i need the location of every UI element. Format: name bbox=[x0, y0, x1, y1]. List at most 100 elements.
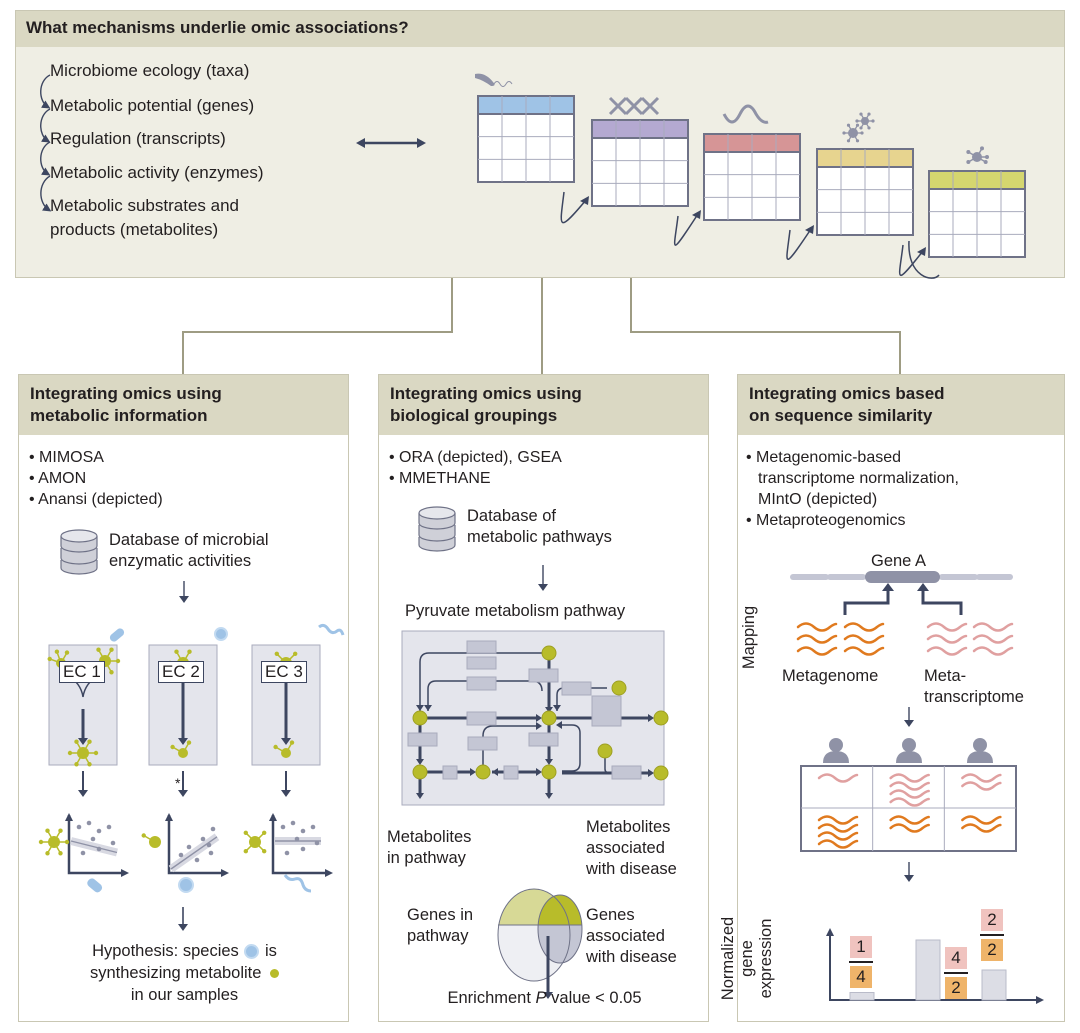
fraction-sample-1: 1 4 bbox=[849, 936, 873, 988]
atom bbox=[74, 762, 79, 767]
atom bbox=[186, 740, 192, 745]
data-point bbox=[290, 820, 296, 826]
omic-tables bbox=[475, 73, 1026, 279]
transcript-read-icon bbox=[889, 773, 930, 783]
panel-metabolic-information: Integrating omics using metabolic inform… bbox=[18, 374, 349, 1022]
arrow-head bbox=[917, 583, 929, 591]
db-arrow-head bbox=[538, 584, 548, 591]
panel-sequence-title: Integrating omics based on sequence simi… bbox=[738, 375, 1064, 435]
panel-title-line: Integrating omics using bbox=[390, 384, 582, 403]
method-ora-gsea: • ORA (depicted), GSEA bbox=[389, 449, 562, 466]
to-chart-arrow-head bbox=[904, 875, 914, 882]
fraction-denominator: 2 bbox=[945, 977, 967, 999]
atom bbox=[983, 160, 988, 164]
connector-left bbox=[182, 278, 453, 374]
edge-head bbox=[553, 705, 561, 711]
metatranscriptome-read-icon bbox=[926, 622, 968, 632]
atom bbox=[966, 160, 971, 164]
data-point bbox=[284, 850, 290, 856]
product-icon bbox=[67, 739, 99, 767]
metatranscriptome-line: Meta- bbox=[924, 667, 967, 685]
enzyme-node bbox=[407, 732, 438, 747]
enzyme-label-ec1: EC 1 bbox=[59, 661, 105, 683]
person-icon bbox=[823, 738, 849, 763]
person-body bbox=[896, 751, 922, 763]
y-axis-head bbox=[269, 813, 277, 821]
transcript-read-icon bbox=[889, 797, 930, 807]
pathway-edge bbox=[419, 652, 543, 711]
transcript-read-icon bbox=[889, 789, 930, 799]
hypothesis-line: is bbox=[265, 942, 277, 960]
metabolite-node bbox=[412, 764, 428, 780]
microbe-rod-icon bbox=[109, 628, 125, 642]
atom-core bbox=[77, 747, 89, 759]
data-point bbox=[200, 836, 206, 842]
omic-level-metabolites-2: products (metabolites) bbox=[50, 219, 219, 239]
enzyme-node bbox=[467, 736, 498, 751]
enrichment-text: value < 0.05 bbox=[551, 989, 642, 1007]
enrichment-label: Enrichment P value < 0.05 bbox=[379, 988, 710, 1009]
atom bbox=[966, 150, 971, 154]
plot-axes bbox=[167, 815, 225, 875]
atom-core bbox=[848, 128, 858, 138]
atom bbox=[243, 830, 249, 836]
scatter-plot-1 bbox=[65, 813, 129, 877]
data-point bbox=[86, 820, 92, 826]
atom-core bbox=[861, 117, 869, 125]
metatranscriptome-label: Meta- transcriptome bbox=[924, 666, 1024, 708]
venn-label-metabolites-pathway: Metabolites in pathway bbox=[387, 827, 471, 869]
transition-arrow bbox=[786, 228, 812, 260]
fraction-bar bbox=[980, 934, 1004, 936]
metabolite-icon bbox=[141, 833, 161, 848]
method-mimosa: • MIMOSA bbox=[29, 449, 104, 466]
hypothesis-line: Hypothesis: species bbox=[92, 942, 239, 960]
data-point bbox=[310, 824, 316, 830]
metatranscriptome-read-icon bbox=[972, 634, 1014, 644]
edge-head bbox=[416, 759, 424, 765]
dna-strand bbox=[624, 96, 644, 116]
cascade-arrow-4 bbox=[40, 175, 52, 212]
edge-head bbox=[492, 768, 498, 776]
atom bbox=[38, 839, 44, 845]
atom bbox=[45, 851, 50, 856]
metatranscriptome-read-icon bbox=[926, 646, 968, 656]
transition-arrow-head bbox=[580, 196, 589, 205]
product-icon bbox=[273, 740, 295, 758]
fraction-bar bbox=[849, 961, 873, 963]
atom bbox=[859, 112, 863, 116]
x-axis-head bbox=[1036, 996, 1044, 1004]
database-label-line: Database of bbox=[467, 507, 556, 525]
venn-metabolites-disease bbox=[538, 895, 582, 925]
metabolite-node bbox=[541, 764, 557, 780]
person-head bbox=[973, 738, 987, 752]
atom bbox=[842, 131, 846, 135]
atom bbox=[67, 750, 73, 756]
genome-read-icon bbox=[817, 839, 859, 849]
method-amon: • AMON bbox=[29, 470, 87, 487]
metabolite-icon bbox=[966, 146, 989, 164]
enzyme-node bbox=[442, 765, 458, 780]
expression-bar-1 bbox=[849, 992, 875, 1001]
enrichment-text: Enrichment bbox=[447, 989, 531, 1007]
database-label-line: enzymatic activities bbox=[109, 552, 252, 570]
person-body bbox=[967, 751, 993, 763]
atom-core bbox=[249, 836, 261, 848]
fraction-denominator: 2 bbox=[981, 939, 1003, 961]
enzyme-node bbox=[561, 681, 592, 696]
ylabel-line: expression bbox=[757, 918, 776, 999]
x-axis-head bbox=[221, 869, 229, 877]
enzyme-label-ec2: EC 2 bbox=[158, 661, 204, 683]
data-point bbox=[110, 840, 116, 846]
x-axis-head bbox=[325, 869, 333, 877]
metabolite-icon bbox=[243, 830, 267, 854]
genome-read-icon bbox=[961, 823, 1002, 833]
edge-head bbox=[648, 714, 654, 722]
panel-metabolic-title: Integrating omics using metabolic inform… bbox=[19, 375, 348, 435]
transition-arrow bbox=[673, 213, 699, 246]
fraction-sample-3: 2 2 bbox=[980, 909, 1004, 961]
atom bbox=[867, 112, 871, 116]
method-list: • MIMOSA • AMON • Anansi (depicted) bbox=[29, 447, 163, 510]
venn-label-line: Metabolites bbox=[586, 818, 671, 836]
atom bbox=[54, 649, 60, 654]
dna-icon bbox=[608, 96, 660, 116]
